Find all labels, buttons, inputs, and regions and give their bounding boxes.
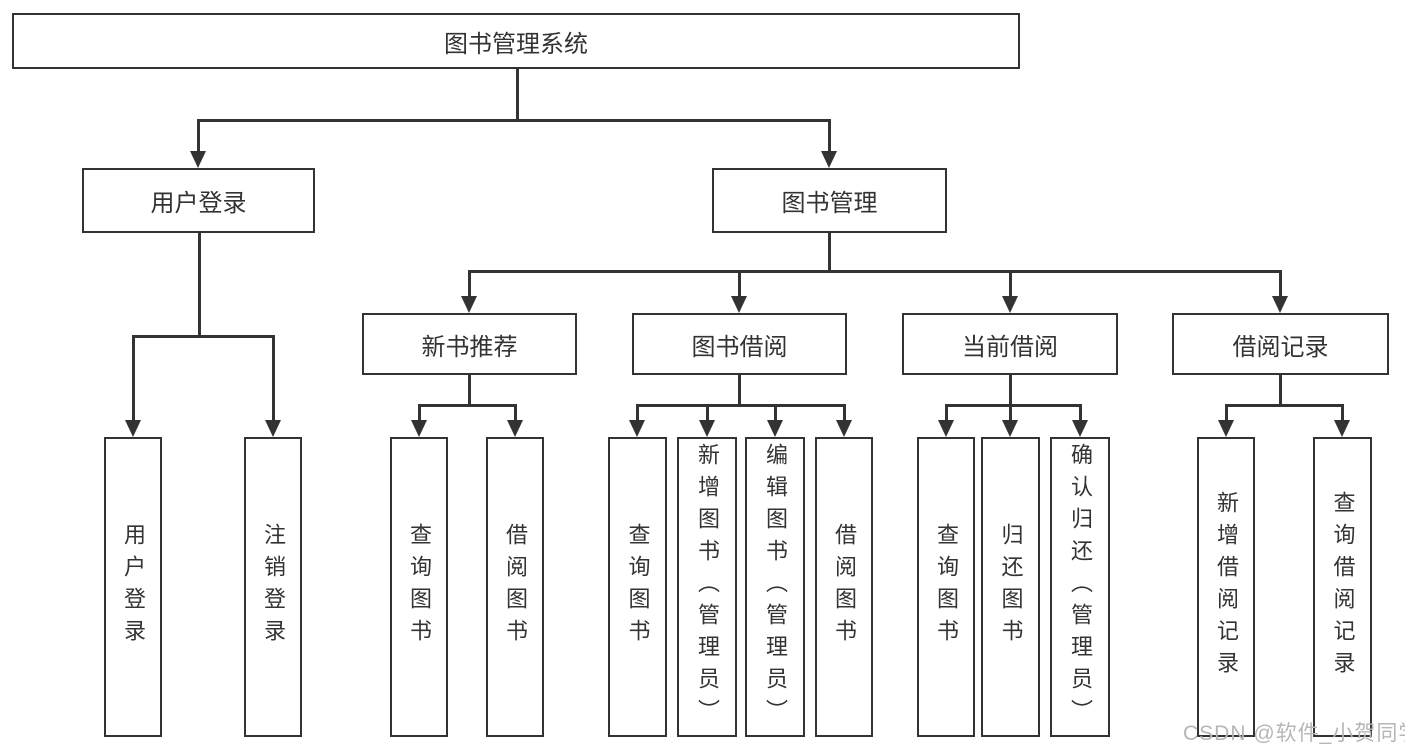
arrow-down-icon [507,420,523,437]
leaf-query-books-1: 查询图书 [390,437,448,737]
leaf-confirm-return-admin: 确认归还（管理员） [1050,437,1110,737]
leaf-label: 用户登录 [121,523,146,651]
connector-line [272,335,275,422]
arrow-down-icon [699,420,715,437]
connector-line [197,119,830,122]
connector-line [516,69,519,121]
connector-line [468,374,471,407]
leaf-logout: 注销登录 [244,437,302,737]
arrow-down-icon [1072,420,1088,437]
arrow-down-icon [1002,296,1018,313]
arrow-down-icon [938,420,954,437]
connector-line [468,270,471,298]
connector-line [1225,404,1344,407]
connector-line [1079,404,1082,422]
connector-line [468,270,1281,273]
leaf-label: 查询图书 [934,523,959,651]
arrow-down-icon [1002,420,1018,437]
connector-line [1279,270,1282,298]
leaf-label: 编辑图书（管理员） [763,443,788,731]
arrow-down-icon [461,296,477,313]
arrow-down-icon [1218,420,1234,437]
leaf-add-books-admin: 新增图书（管理员） [677,437,737,737]
connector-line [636,404,845,407]
connector-line [1009,270,1012,298]
connector-line [132,335,274,338]
connector-line [945,404,948,422]
connector-line [843,404,846,422]
leaf-user-login: 用户登录 [104,437,162,737]
connector-line [738,270,741,298]
connector-line [198,232,201,337]
leaf-query-borrow-record: 查询借阅记录 [1313,437,1372,737]
arrow-down-icon [821,151,837,168]
connector-line [197,119,200,153]
csdn-watermark: CSDN @软件_小贺同学 [1183,722,1405,745]
node-new-book-recommend: 新书推荐 [362,313,577,375]
leaf-label: 新增图书（管理员） [695,443,720,731]
connector-line [828,119,831,153]
leaf-label: 归还图书 [998,523,1024,651]
node-user-login: 用户登录 [82,168,315,233]
connector-line [1009,374,1012,407]
connector-line [1279,374,1282,407]
connector-line [706,404,709,422]
leaf-label: 借阅图书 [503,523,528,651]
leaf-label: 查询图书 [407,523,432,651]
leaf-label: 确认归还（管理员） [1068,443,1093,731]
leaf-label: 查询借阅记录 [1330,491,1356,683]
connector-line [1341,404,1344,422]
node-book-borrowing: 图书借阅 [632,313,847,375]
leaf-edit-books-admin: 编辑图书（管理员） [745,437,805,737]
connector-line [1225,404,1228,422]
connector-line [418,404,517,407]
arrow-down-icon [629,420,645,437]
leaf-add-borrow-record: 新增借阅记录 [1197,437,1255,737]
leaf-label: 借阅图书 [832,523,857,651]
node-borrow-records: 借阅记录 [1172,313,1389,375]
node-library-system: 图书管理系统 [12,13,1020,69]
leaf-label: 注销登录 [261,523,286,651]
leaf-borrow-books-1: 借阅图书 [486,437,544,737]
arrow-down-icon [411,420,427,437]
connector-line [514,404,517,422]
arrow-down-icon [125,420,141,437]
connector-line [418,404,421,422]
connector-line [1009,404,1012,422]
arrow-down-icon [836,420,852,437]
leaf-label: 新增借阅记录 [1214,491,1239,683]
arrow-down-icon [1272,296,1288,313]
leaf-query-books-2: 查询图书 [608,437,667,737]
arrow-down-icon [265,420,281,437]
leaf-return-books: 归还图书 [981,437,1040,737]
connector-line [945,404,1081,407]
connector-line [132,335,135,422]
arrow-down-icon [1334,420,1350,437]
leaf-label: 查询图书 [625,523,651,651]
arrow-down-icon [731,296,747,313]
leaf-query-books-3: 查询图书 [917,437,975,737]
node-book-management: 图书管理 [712,168,947,233]
arrow-down-icon [190,151,206,168]
arrow-down-icon [767,420,783,437]
connector-line [636,404,639,422]
leaf-borrow-books-2: 借阅图书 [815,437,873,737]
connector-line [738,374,741,407]
connector-line [828,232,831,273]
connector-line [774,404,777,422]
node-current-borrowing: 当前借阅 [902,313,1118,375]
